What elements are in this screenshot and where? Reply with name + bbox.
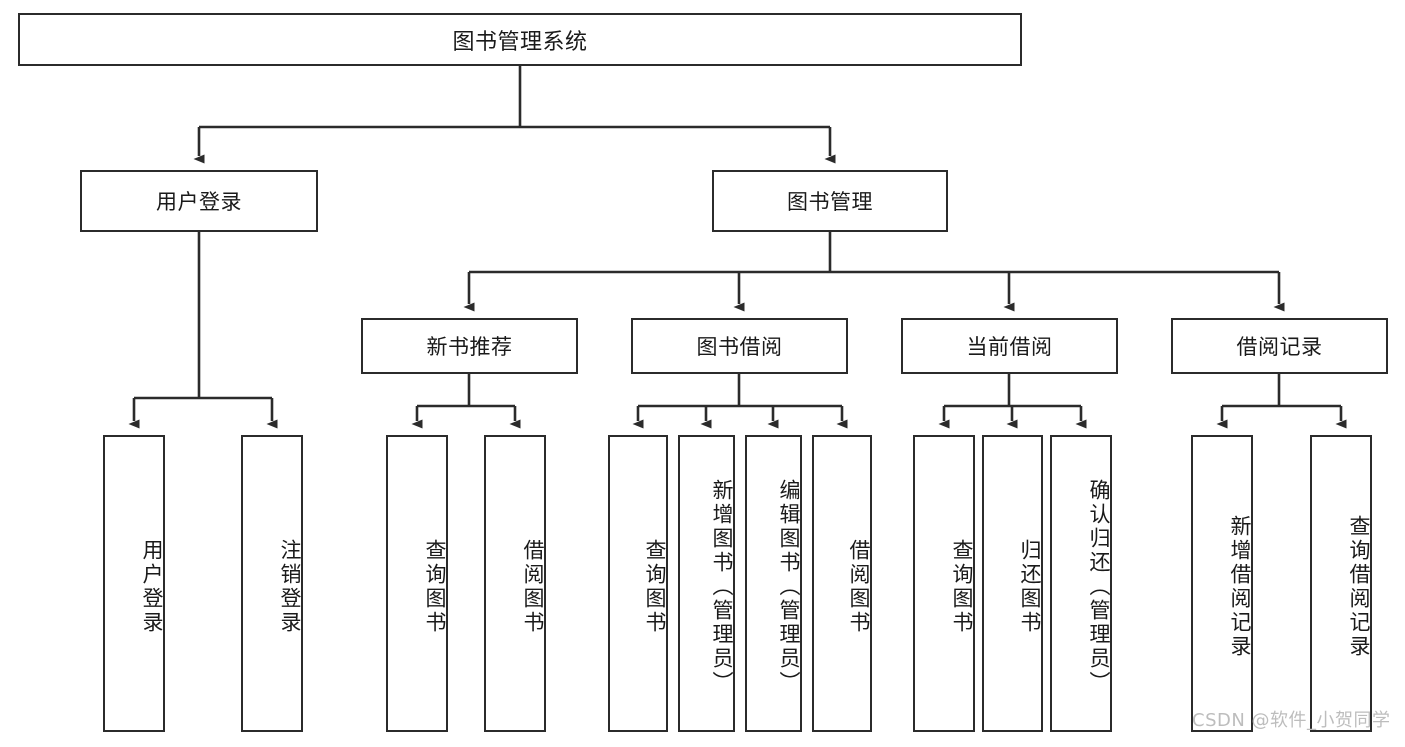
node-book-borrow-label: 图书借阅 [696, 335, 783, 359]
node-leaf-return-book-label: 归还图书 [1018, 538, 1042, 635]
node-leaf-query-book-borrow[interactable]: 查询图书 [608, 435, 668, 732]
node-user-login[interactable]: 用户登录 [80, 170, 318, 232]
node-leaf-borrow-book-rec-label: 借阅图书 [521, 538, 545, 635]
node-leaf-confirm-return[interactable]: 确认归还（管理员） [1050, 435, 1112, 732]
node-leaf-borrow-book[interactable]: 借阅图书 [812, 435, 872, 732]
node-root[interactable]: 图书管理系统 [18, 13, 1022, 66]
node-borrow-record-label: 借阅记录 [1236, 335, 1323, 359]
node-leaf-query-record[interactable]: 查询借阅记录 [1310, 435, 1372, 732]
node-leaf-user-login-label: 用户登录 [140, 538, 164, 635]
node-leaf-add-record[interactable]: 新增借阅记录 [1191, 435, 1253, 732]
node-leaf-add-record-label: 新增借阅记录 [1228, 514, 1252, 659]
node-current-borrow-label: 当前借阅 [966, 335, 1053, 359]
node-root-label: 图书管理系统 [452, 29, 588, 55]
node-leaf-edit-book[interactable]: 编辑图书（管理员） [745, 435, 802, 732]
csdn-watermark: CSDN @软件_小贺同学 [1192, 710, 1391, 731]
node-book-manage[interactable]: 图书管理 [712, 170, 948, 232]
node-leaf-logout-label: 注销登录 [278, 538, 302, 635]
node-book-manage-label: 图书管理 [787, 190, 873, 214]
node-leaf-logout[interactable]: 注销登录 [241, 435, 303, 732]
node-leaf-return-book[interactable]: 归还图书 [982, 435, 1043, 732]
node-leaf-query-book-cur[interactable]: 查询图书 [913, 435, 975, 732]
node-leaf-query-book-rec[interactable]: 查询图书 [386, 435, 448, 732]
node-leaf-query-book-cur-label: 查询图书 [950, 538, 974, 635]
node-leaf-borrow-book-label: 借阅图书 [847, 538, 871, 635]
node-book-borrow[interactable]: 图书借阅 [631, 318, 848, 374]
node-leaf-add-book-label: 新增图书（管理员） [710, 478, 734, 695]
node-leaf-add-book[interactable]: 新增图书（管理员） [678, 435, 735, 732]
node-leaf-confirm-return-label: 确认归还（管理员） [1087, 478, 1111, 695]
node-borrow-record[interactable]: 借阅记录 [1171, 318, 1388, 374]
node-new-book-recommend-label: 新书推荐 [426, 335, 513, 359]
node-leaf-query-record-label: 查询借阅记录 [1347, 514, 1371, 659]
node-leaf-borrow-book-rec[interactable]: 借阅图书 [484, 435, 546, 732]
node-leaf-edit-book-label: 编辑图书（管理员） [777, 478, 801, 695]
node-new-book-recommend[interactable]: 新书推荐 [361, 318, 578, 374]
node-leaf-query-book-rec-label: 查询图书 [423, 538, 447, 635]
node-leaf-user-login[interactable]: 用户登录 [103, 435, 165, 732]
node-user-login-label: 用户登录 [156, 190, 242, 214]
node-leaf-query-book-borrow-label: 查询图书 [643, 538, 667, 635]
node-current-borrow[interactable]: 当前借阅 [901, 318, 1118, 374]
